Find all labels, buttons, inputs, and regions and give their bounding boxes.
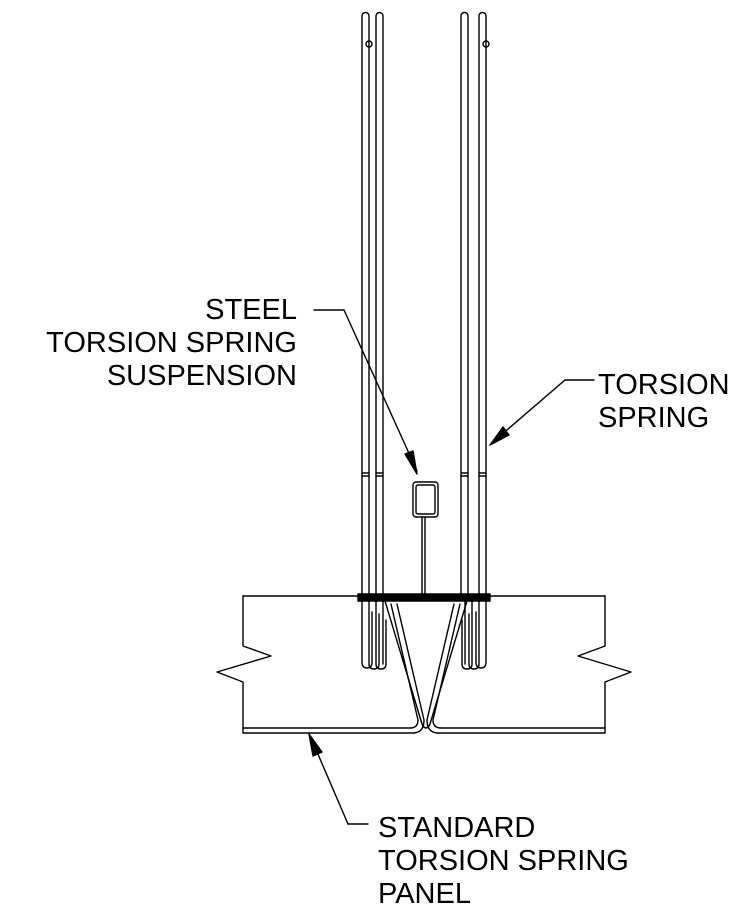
right-spring-hooks (462, 601, 486, 669)
leader-torsion-spring (490, 380, 594, 445)
ceiling-panel-section (217, 596, 631, 733)
label-steel-torsion-spring-suspension: STEEL TORSION SPRING SUSPENSION (46, 294, 297, 393)
leader-standard-panel (309, 734, 368, 824)
left-spring-hooks (362, 601, 386, 669)
label-line: SUSPENSION (106, 360, 297, 392)
right-torsion-spring (461, 13, 489, 597)
label-line: TORSION (598, 369, 730, 401)
label-line: STANDARD (378, 812, 536, 844)
label-line: TORSION SPRING (46, 327, 297, 359)
label-standard-torsion-spring-panel: STANDARD TORSION SPRING PANEL (378, 812, 629, 911)
label-torsion-spring: TORSION SPRING (598, 369, 730, 435)
label-line: STEEL (205, 294, 297, 326)
label-line: SPRING (598, 402, 710, 434)
label-line: TORSION SPRING (378, 845, 629, 877)
spring-clip-plate (358, 594, 490, 601)
leader-steel-suspension (314, 310, 417, 474)
label-line: PANEL (378, 878, 471, 910)
left-torsion-spring (362, 13, 383, 597)
steel-suspension-hanger (413, 482, 438, 594)
